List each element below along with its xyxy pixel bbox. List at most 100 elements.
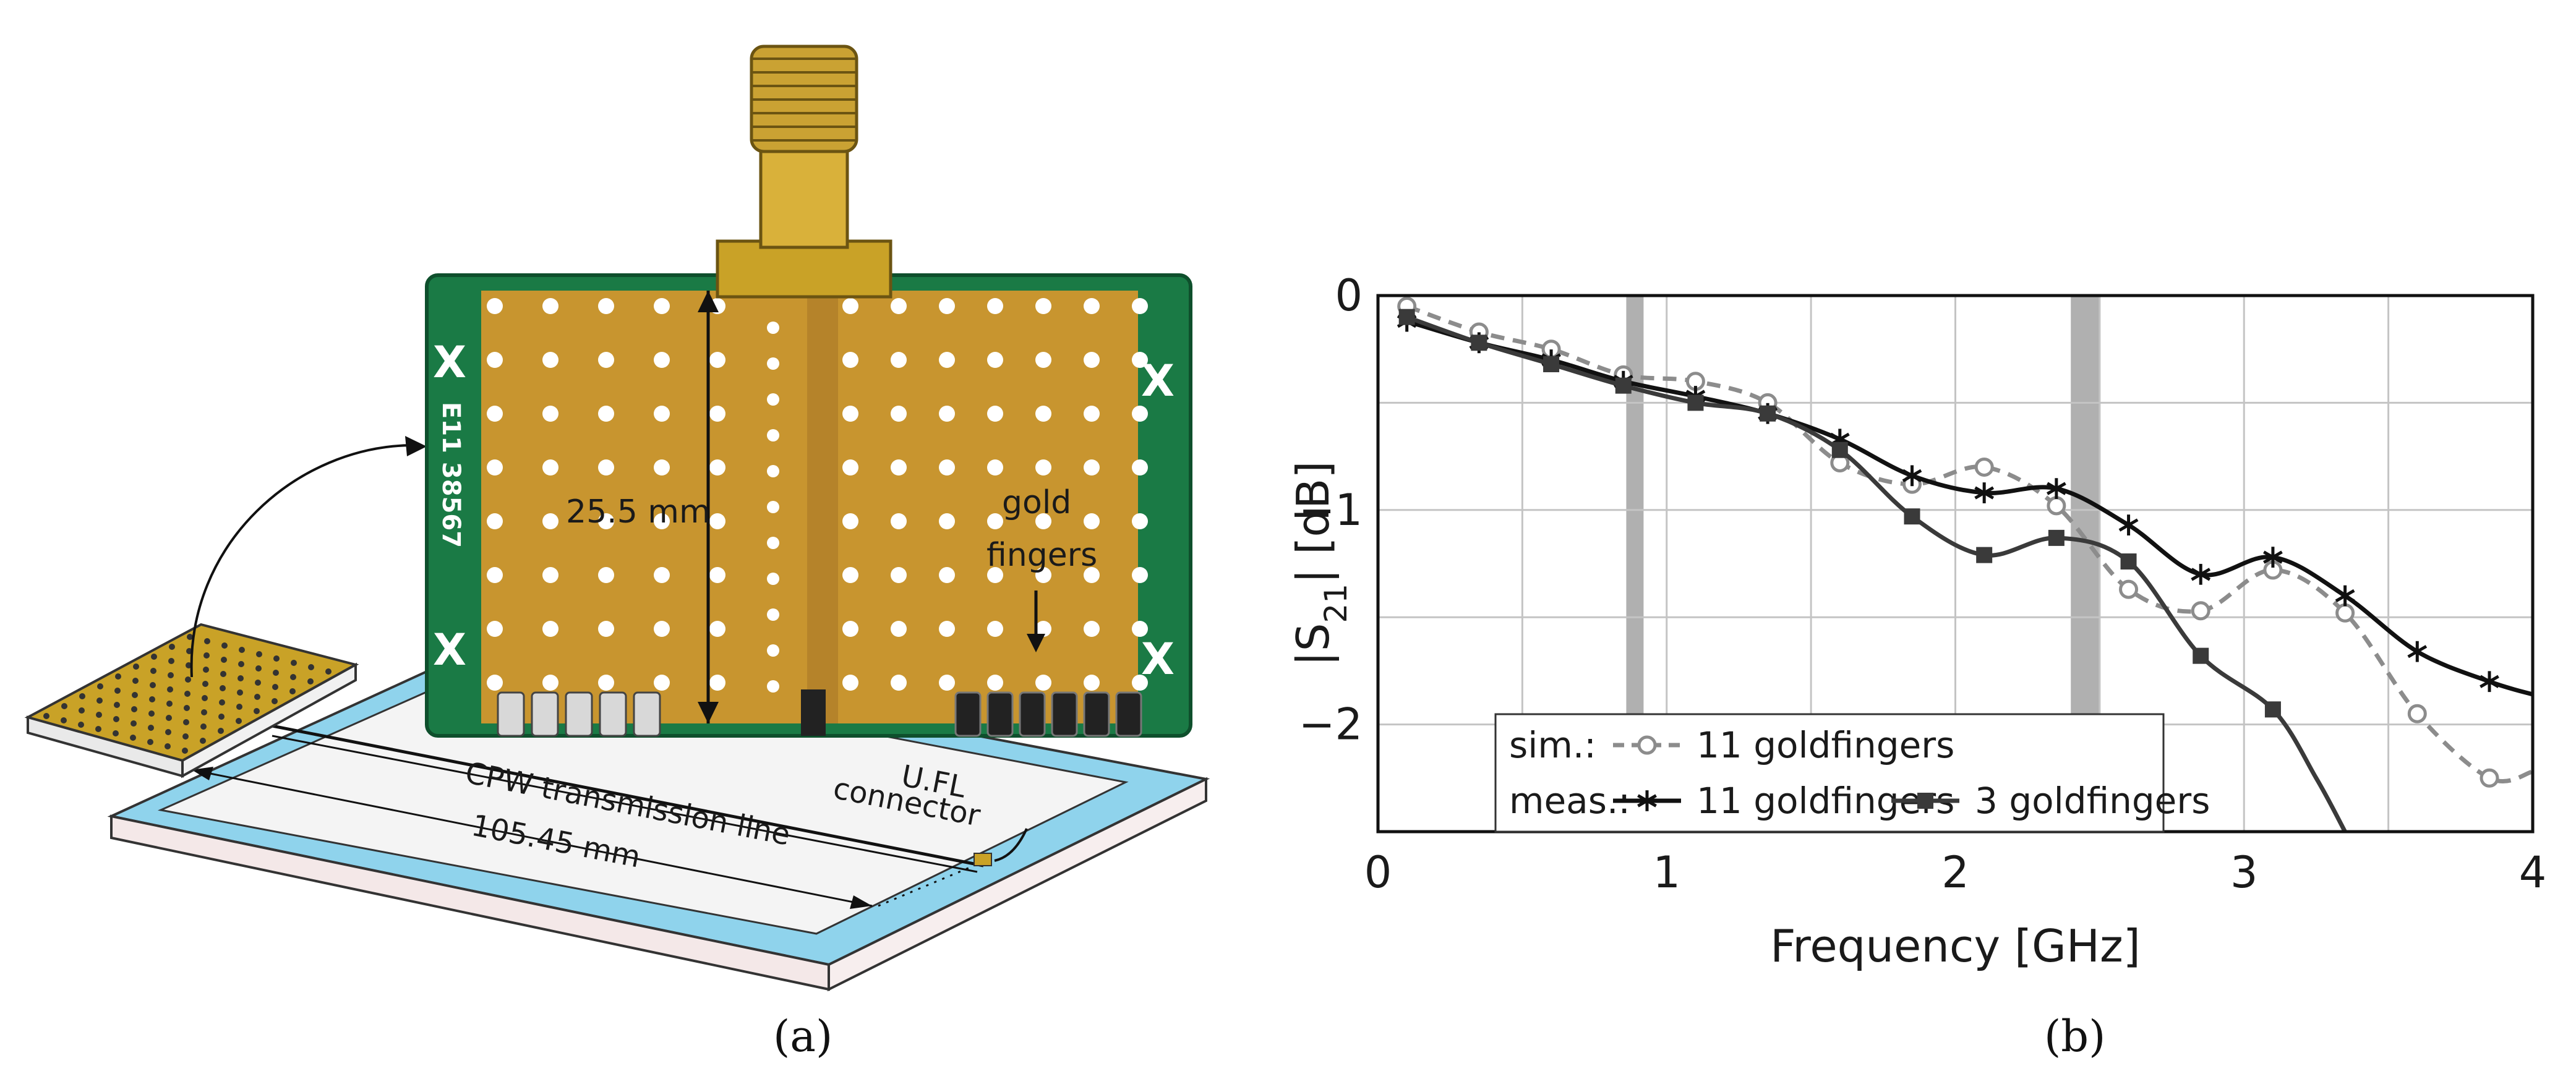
via-hole: [487, 406, 503, 422]
marker-square: [1687, 394, 1704, 411]
y-tick-label: −2: [1299, 699, 1363, 750]
mini-hole: [185, 676, 191, 683]
base-board-side-right: [828, 777, 1207, 992]
mini-hole: [220, 671, 226, 677]
length-arrow-left: [192, 767, 213, 780]
via-hole: [842, 675, 858, 691]
mini-hole: [149, 696, 155, 702]
via-hole: [987, 406, 1003, 422]
via-hole: [987, 567, 1003, 583]
mini-hole: [221, 657, 227, 663]
via-hole: [487, 352, 503, 368]
via-hole: [709, 406, 725, 422]
mini-hole: [131, 706, 137, 712]
marker-star-stroke: [2118, 518, 2139, 532]
via-hole: [1084, 567, 1100, 583]
mini-hole: [184, 705, 190, 711]
via-hole: [939, 298, 955, 314]
curved-arrow-head: [405, 436, 427, 456]
mini-hole: [186, 662, 192, 668]
via-hole: [1035, 621, 1051, 637]
center-pad: [801, 689, 826, 736]
via-hole: [709, 567, 725, 583]
mini-hole: [325, 668, 332, 675]
gold-label-2: fingers: [986, 537, 1097, 574]
via-hole: [487, 675, 503, 691]
via-hole: [542, 298, 558, 314]
mini-hole: [182, 748, 188, 754]
goldfinger-pad: [599, 691, 627, 737]
legend-entry-label: 3 goldfingers: [1975, 780, 2210, 822]
series-line: [1406, 304, 2533, 783]
via-hole: [767, 608, 779, 621]
pcb-via-holes: [487, 298, 1148, 693]
marker-circle: [2119, 579, 2139, 599]
mini-hole: [308, 664, 314, 670]
mini-hole: [290, 674, 296, 680]
via-hole: [987, 298, 1003, 314]
marker-square: [1543, 356, 1560, 372]
marker-star: [2480, 671, 2499, 693]
via-hole: [709, 459, 725, 476]
via-hole: [767, 501, 779, 513]
marker-circle: [2191, 601, 2210, 621]
mini-hole: [167, 686, 173, 693]
via-hole: [842, 406, 858, 422]
via-hole: [891, 298, 907, 314]
mini-hole: [202, 681, 208, 687]
via-hole: [1084, 459, 1100, 476]
mini-hole: [220, 685, 226, 691]
silk-x-1: X: [433, 337, 466, 388]
via-hole: [767, 393, 779, 406]
via-hole: [598, 298, 614, 314]
mini-hole: [150, 668, 156, 674]
via-hole: [1132, 567, 1148, 583]
mini-hole: [165, 729, 171, 735]
via-hole: [1035, 352, 1051, 368]
mini-hole: [255, 680, 261, 686]
legend-meas-label: meas.:: [1509, 780, 1630, 822]
via-hole: [767, 322, 779, 334]
via-hole: [598, 567, 614, 583]
legend-entry: 11 goldfingers: [1613, 724, 1954, 766]
via-hole: [709, 352, 725, 368]
mini-hole: [95, 726, 101, 732]
via-hole: [598, 621, 614, 637]
x-tick-label: 2: [1941, 847, 1969, 898]
via-hole: [939, 406, 955, 422]
via-hole: [891, 513, 907, 529]
ufl-connector: [973, 853, 992, 866]
via-hole: [767, 644, 779, 657]
marker-circle: [2047, 496, 2066, 516]
mini-hole: [256, 651, 262, 657]
via-hole: [987, 459, 1003, 476]
mini-hole: [132, 692, 138, 698]
panel-a-illustration: CPW transmission line 105.45 mm U.FL con…: [24, 45, 1210, 1062]
mini-hole: [148, 710, 155, 717]
mini-hole: [132, 678, 139, 684]
x-axis-label: Frequency [GHz]: [1770, 920, 2141, 972]
marker-star-stroke: [2335, 589, 2355, 603]
marker-star-stroke: [1974, 486, 1995, 500]
mini-hole: [237, 689, 243, 696]
via-hole: [939, 513, 955, 529]
cpw-gap: [272, 735, 978, 873]
via-hole: [767, 465, 779, 477]
marker-star: [1637, 790, 1657, 811]
mini-hole: [221, 642, 228, 649]
dim-label: 25.5 mm: [566, 493, 711, 531]
mini-tile-holes: [43, 634, 332, 754]
marker-star-stroke: [2046, 482, 2066, 495]
via-hole: [542, 675, 558, 691]
via-hole: [1132, 352, 1148, 368]
via-hole: [1084, 352, 1100, 368]
via-hole: [598, 352, 614, 368]
y-axis-label-main: |S: [1287, 623, 1340, 667]
y-tick-labels: 0−1−2: [1299, 270, 1363, 750]
via-hole: [939, 675, 955, 691]
silk-x-4: X: [1141, 634, 1175, 685]
via-hole: [1035, 675, 1051, 691]
mini-hole: [239, 647, 245, 653]
via-hole: [1132, 513, 1148, 529]
